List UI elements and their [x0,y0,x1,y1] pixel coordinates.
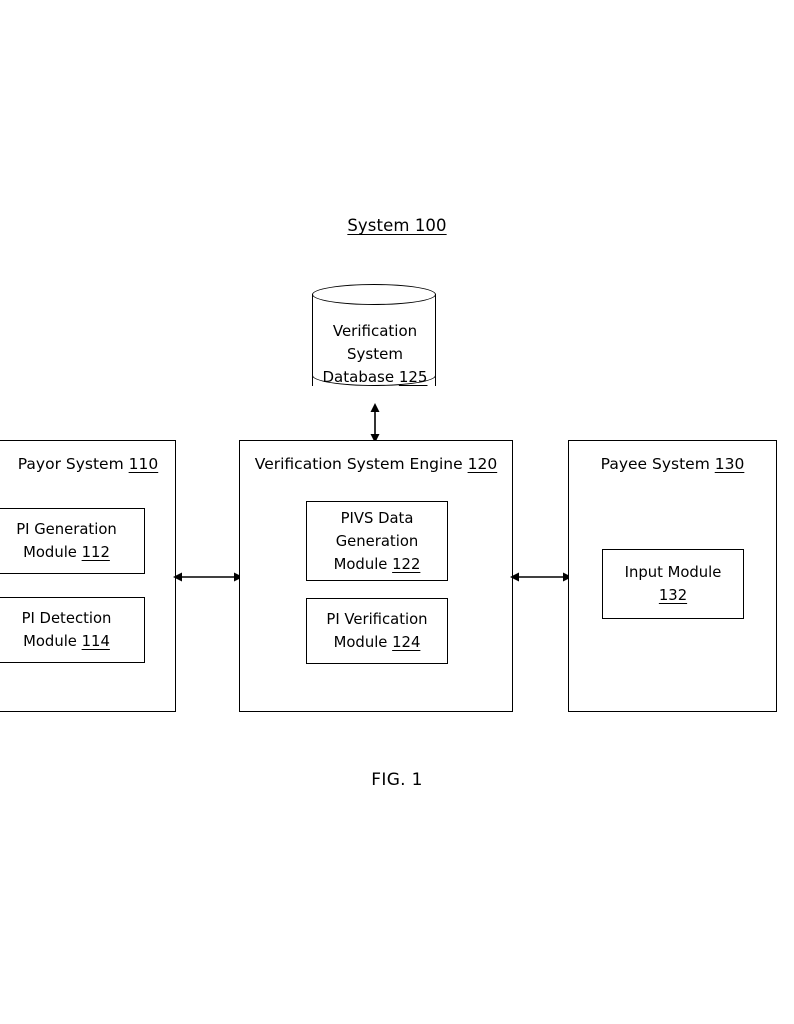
pivs-line2: Generation [335,532,419,550]
figure-caption: FIG. 1 [371,770,423,790]
connector-database-to-engine [360,403,390,443]
database-label-line2: System [347,345,403,363]
pi-detection-module-box: PI Detection Module 114 [0,597,145,663]
payee-system-title-text: Payee System [600,455,715,473]
payor-system-reference-numeral: 110 [128,455,159,473]
input-module-line1: Input Module [624,564,722,581]
verification-system-engine-box: Verification System Engine 120 PIVS Data… [239,440,513,712]
pivs-data-generation-module-label: PIVS Data Generation Module 122 [334,507,421,576]
cylinder-body-icon [312,294,436,386]
cylinder-top-ellipse-icon [312,284,436,305]
figure-title-label: System 100 [347,216,447,235]
double-headed-arrow-horizontal-icon [510,572,572,582]
pi-detection-reference-numeral: 114 [81,633,110,650]
double-headed-arrow-vertical-icon [370,403,380,443]
pi-verification-line1: PI Verification [326,611,428,628]
pi-generation-module-label: PI Generation Module 112 [16,518,117,564]
payee-system-title: Payee System 130 [569,455,776,473]
pi-detection-module-label: PI Detection Module 114 [22,607,112,653]
connector-payor-to-engine [173,562,243,592]
figure-title: System 100 [0,216,794,235]
verification-engine-reference-numeral: 120 [467,455,498,473]
pi-verification-module-box: PI Verification Module 124 [306,598,448,664]
pivs-line1: PIVS Data [340,509,414,527]
payor-system-title: Payor System 110 [0,455,175,473]
database-label: Verification System Database 125 [312,320,438,389]
pi-detection-line1: PI Detection [21,610,112,627]
input-module-reference-numeral: 132 [658,587,688,604]
verification-system-database: Verification System Database 125 [312,284,438,406]
input-module-label: Input Module 132 [625,561,722,607]
pi-verification-reference-numeral: 124 [392,634,421,651]
payee-system-reference-numeral: 130 [714,455,745,473]
connector-engine-to-payee [510,562,572,592]
input-module-line2: 132 [625,584,722,607]
pi-verification-line2-text: Module [333,634,393,651]
pi-detection-line2: Module 114 [22,630,112,653]
database-label-line3: Database 125 [312,366,438,389]
verification-engine-title-text: Verification System Engine [254,455,468,473]
database-label-line3-text: Database [322,368,399,386]
double-headed-arrow-horizontal-icon [173,572,243,582]
pi-detection-line2-text: Module [23,633,82,650]
pivs-data-generation-module-box: PIVS Data Generation Module 122 [306,501,448,581]
payor-system-box: Payor System 110 [0,440,176,712]
pi-generation-line2: Module 112 [16,541,117,564]
database-label-line1: Verification [332,322,418,340]
verification-engine-title: Verification System Engine 120 [240,455,512,473]
pi-verification-module-label: PI Verification Module 124 [326,608,427,654]
input-module-box: Input Module 132 [602,549,744,619]
pi-generation-reference-numeral: 112 [81,544,110,561]
pivs-line3-text: Module [333,555,393,573]
pivs-reference-numeral: 122 [392,555,421,573]
payee-system-box: Payee System 130 Input Module 132 [568,440,777,712]
pivs-line3: Module 122 [334,553,421,576]
pi-verification-line2: Module 124 [326,631,427,654]
pi-generation-line2-text: Module [23,544,82,561]
pi-generation-line1: PI Generation [16,521,117,538]
pi-generation-module-box: PI Generation Module 112 [0,508,145,574]
payor-system-title-text: Payor System [17,455,129,473]
database-reference-numeral: 125 [398,368,428,386]
